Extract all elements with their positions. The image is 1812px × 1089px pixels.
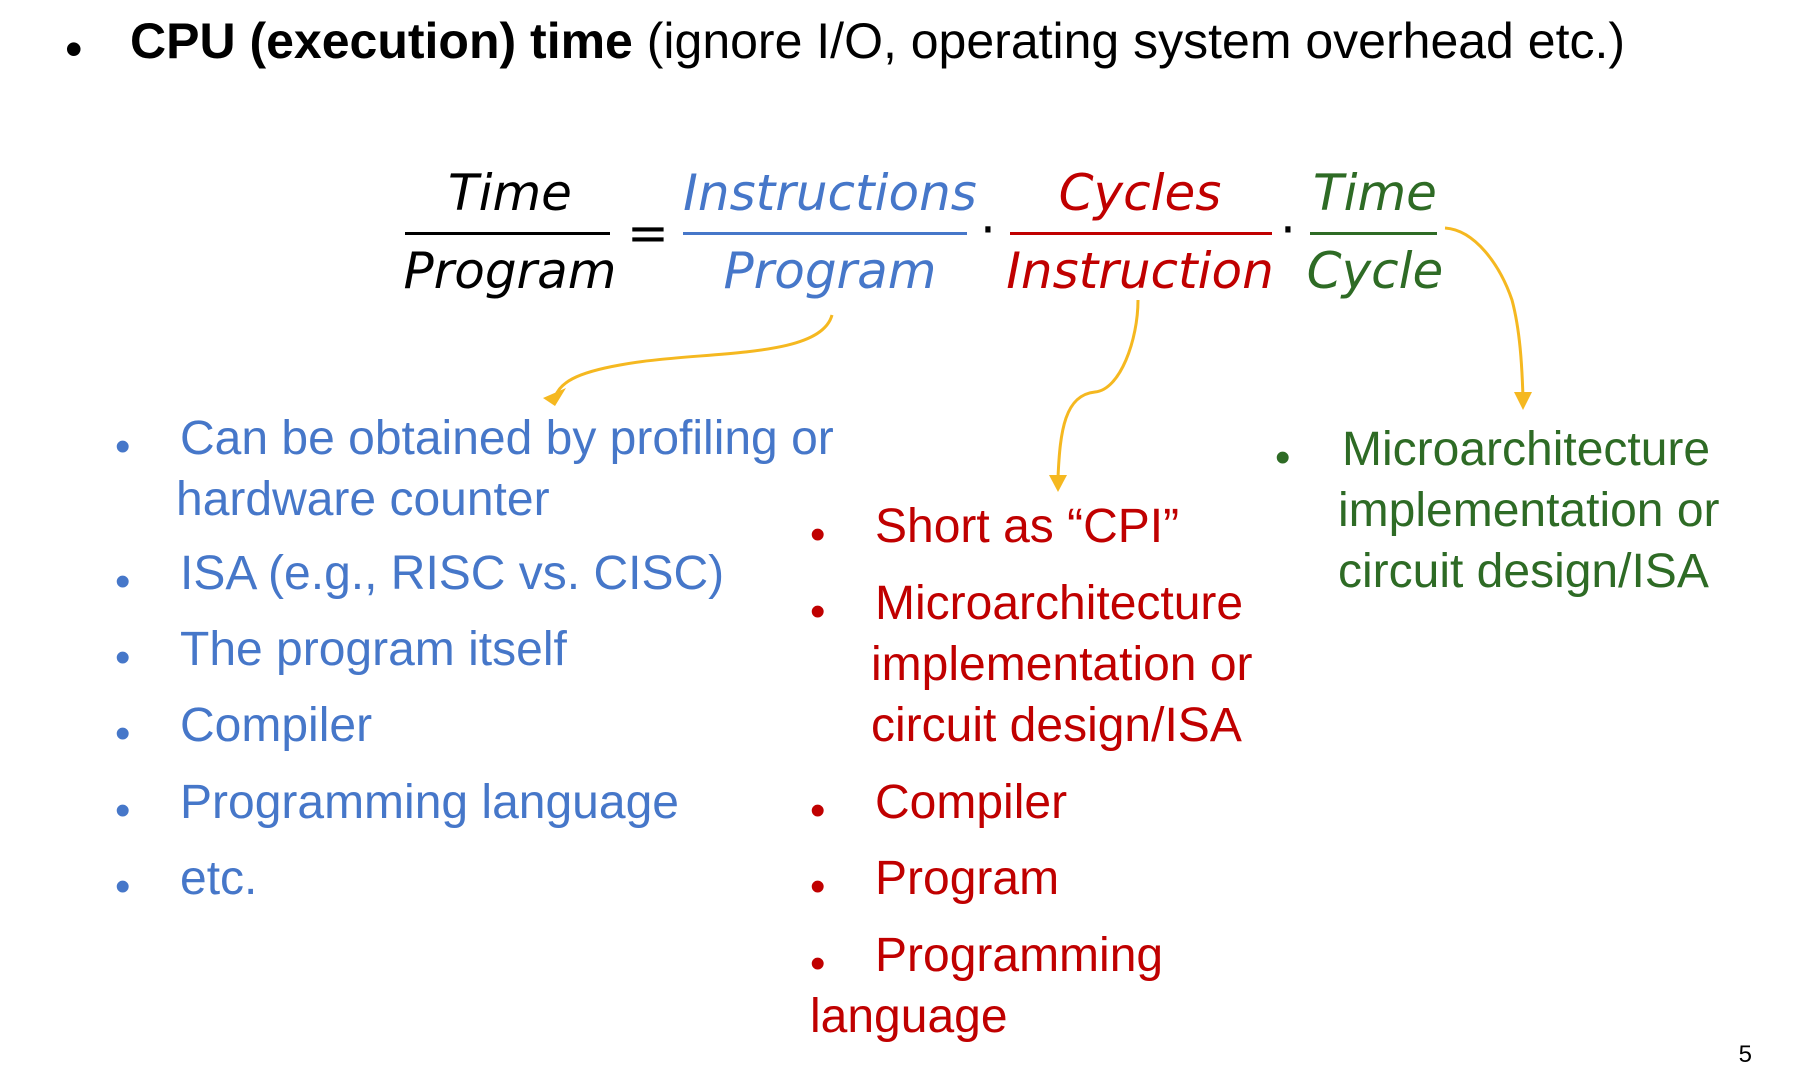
list-item: ISA (e.g., RISC vs. CISC) xyxy=(180,547,725,600)
lhs-denominator: Program xyxy=(403,242,617,300)
bullet: • xyxy=(810,510,826,559)
bullet: • xyxy=(115,862,131,911)
arrowhead-green xyxy=(1514,392,1532,410)
instructions-denominator: Program xyxy=(723,242,937,300)
multiply-dot-2: · xyxy=(1280,201,1296,259)
lhs-fraction-bar xyxy=(405,232,610,235)
list-item: Microarchitecture xyxy=(1342,423,1711,476)
heading-bullet: • xyxy=(65,21,83,77)
time-numerator: Time xyxy=(1313,164,1437,222)
bullet: • xyxy=(115,709,131,758)
list-item: Compiler xyxy=(875,776,1068,829)
equals-sign: = xyxy=(627,204,669,262)
bullet: • xyxy=(810,939,826,988)
arrow-group xyxy=(553,226,1525,479)
list-item: language xyxy=(810,990,1008,1043)
list-item: Short as “CPI” xyxy=(875,500,1180,553)
lhs-numerator: Time xyxy=(448,164,572,222)
heading-bold: CPU (execution) time xyxy=(130,13,633,69)
list-item: Programming xyxy=(875,929,1164,982)
list-item: implementation or xyxy=(1338,484,1720,537)
instructions-fraction-bar xyxy=(683,232,967,235)
heading-rest: (ignore I/O, operating system overhead e… xyxy=(632,13,1625,69)
arrow-to-blue-list xyxy=(553,314,834,398)
bullet: • xyxy=(115,633,131,682)
list-item: circuit design/ISA xyxy=(871,699,1242,752)
list-item: Program xyxy=(875,852,1060,905)
arrowhead-blue xyxy=(543,388,566,406)
list-item: implementation or xyxy=(871,638,1253,691)
page-number: 5 xyxy=(1738,1041,1752,1068)
list-item: Microarchitecture xyxy=(875,577,1244,630)
heading: CPU (execution) time (ignore I/O, operat… xyxy=(130,12,1625,70)
bullet: • xyxy=(115,422,131,471)
bullet: • xyxy=(810,786,826,835)
bullet: • xyxy=(1275,433,1291,482)
multiply-dot-1: · xyxy=(980,201,996,259)
cycles-numerator: Cycles xyxy=(1058,164,1222,222)
time-denominator: Cycle xyxy=(1306,242,1444,300)
list-item: hardware counter xyxy=(176,473,550,526)
arrow-to-green-list xyxy=(1444,226,1525,399)
list-item: Programming language xyxy=(180,776,679,829)
bullet: • xyxy=(115,786,131,835)
list-item: The program itself xyxy=(180,623,567,676)
arrowheads xyxy=(543,388,1532,492)
bullet: • xyxy=(810,862,826,911)
bullet: • xyxy=(115,557,131,606)
instructions-numerator: Instructions xyxy=(683,164,977,222)
list-item: Can be obtained by profiling or xyxy=(180,412,834,465)
arrowhead-red xyxy=(1049,475,1067,492)
cycles-denominator: Instruction xyxy=(1006,242,1274,300)
list-item: Compiler xyxy=(180,699,373,752)
cycles-fraction-bar xyxy=(1010,232,1272,235)
time-fraction-bar xyxy=(1310,232,1437,235)
list-item: etc. xyxy=(180,852,258,905)
list-item: circuit design/ISA xyxy=(1338,545,1709,598)
bullet: • xyxy=(810,587,826,636)
arrow-to-red-list xyxy=(1056,299,1140,479)
